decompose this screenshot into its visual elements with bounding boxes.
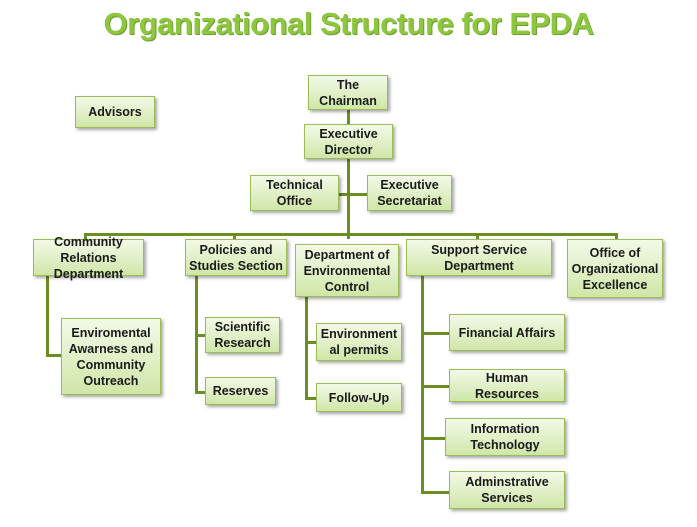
reserves-box: Reserves xyxy=(205,377,276,405)
connector-information-technology xyxy=(421,437,449,440)
connector-department-bar xyxy=(84,233,618,236)
administrative-services-box: Adminstrative Services xyxy=(449,471,565,509)
connector-chairman-director xyxy=(347,110,350,124)
connector-human-resources xyxy=(421,385,449,388)
connector-reserves xyxy=(195,391,205,394)
connector-administrative-services xyxy=(421,491,449,494)
connector-technical-office xyxy=(339,193,350,196)
executive-secretariat-box: Executive Secretariat xyxy=(367,175,452,211)
connector-scientific-research xyxy=(195,334,205,337)
connector-awareness-outreach xyxy=(46,354,61,357)
community-relations-box: Community Relations Department xyxy=(33,235,144,281)
chairman-box: The Chairman xyxy=(308,75,388,110)
connector-community-vertical xyxy=(46,276,49,357)
advisors-box: Advisors xyxy=(75,96,155,128)
page-title: Organizational Structure for EPDA xyxy=(103,6,594,41)
connector-main-trunk xyxy=(347,158,350,235)
connector-control-vertical xyxy=(305,297,308,400)
connector-community-relations xyxy=(84,233,87,239)
information-technology-box: Information Technology xyxy=(445,418,565,456)
connector-environmental-control xyxy=(347,233,350,239)
connector-environmental-permits xyxy=(305,341,316,344)
executive-director-box: Executive Director xyxy=(304,124,393,159)
support-service-box: Support Service Department xyxy=(406,239,552,276)
connector-organizational-excellence xyxy=(615,233,618,239)
human-resources-box: Human Resources xyxy=(449,369,565,402)
connector-support-service xyxy=(476,233,479,239)
environmental-control-box: Department of Environmental Control xyxy=(295,244,399,297)
environmental-permits-box: Environment al permits xyxy=(316,323,402,361)
awareness-outreach-box: Enviromental Awarness and Community Outr… xyxy=(61,318,161,395)
follow-up-box: Follow-Up xyxy=(316,383,402,412)
financial-affairs-box: Financial Affairs xyxy=(449,314,565,351)
technical-office-box: Technical Office xyxy=(250,175,339,211)
organizational-excellence-box: Office of Organizational Excellence xyxy=(567,239,663,298)
connector-follow-up xyxy=(305,397,316,400)
scientific-research-box: Scientific Research xyxy=(205,317,280,353)
policies-studies-box: Policies and Studies Section xyxy=(185,239,287,276)
connector-executive-secretariat xyxy=(347,193,367,196)
connector-policies-studies xyxy=(233,233,236,239)
connector-financial-affairs xyxy=(421,332,449,335)
